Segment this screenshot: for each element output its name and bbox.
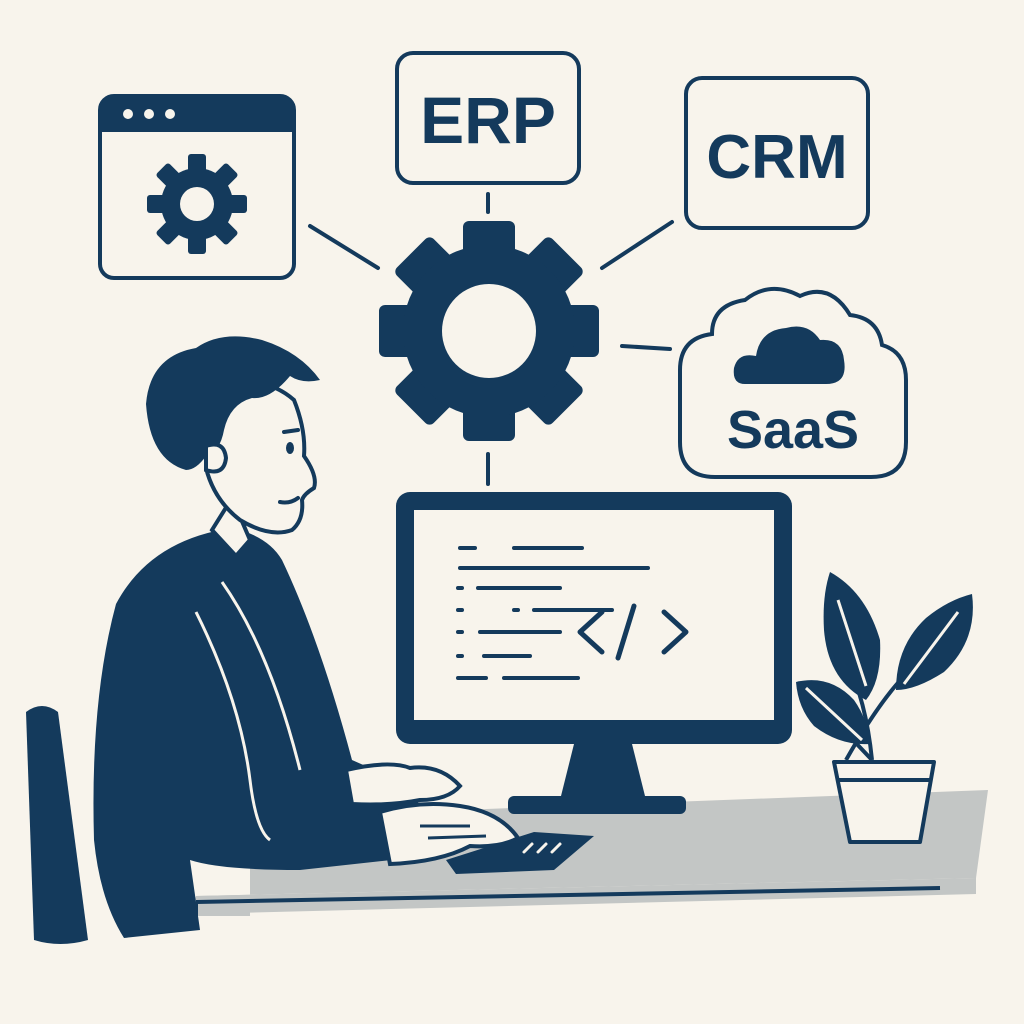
chair xyxy=(26,706,88,944)
cloud-icon xyxy=(733,326,845,384)
person xyxy=(93,336,521,938)
gear-icon xyxy=(379,221,599,441)
erp-label: ERP xyxy=(420,83,556,157)
small-gear-icon xyxy=(147,154,247,254)
window-dot-icon xyxy=(123,109,133,119)
keyboard xyxy=(446,832,594,874)
monitor xyxy=(396,492,792,814)
saas-label: SaaS xyxy=(727,400,859,460)
crm-box: CRM xyxy=(684,76,870,230)
plant-icon xyxy=(796,572,973,844)
settings-window-icon xyxy=(98,94,296,280)
erp-box: ERP xyxy=(395,51,581,185)
window-dot-icon xyxy=(165,109,175,119)
code-lines xyxy=(456,546,650,680)
crm-label: CRM xyxy=(706,123,847,192)
connector-lines xyxy=(308,192,674,486)
code-icon xyxy=(577,603,689,661)
saas-box: SaaS xyxy=(678,287,908,479)
window-dot-icon xyxy=(144,109,154,119)
